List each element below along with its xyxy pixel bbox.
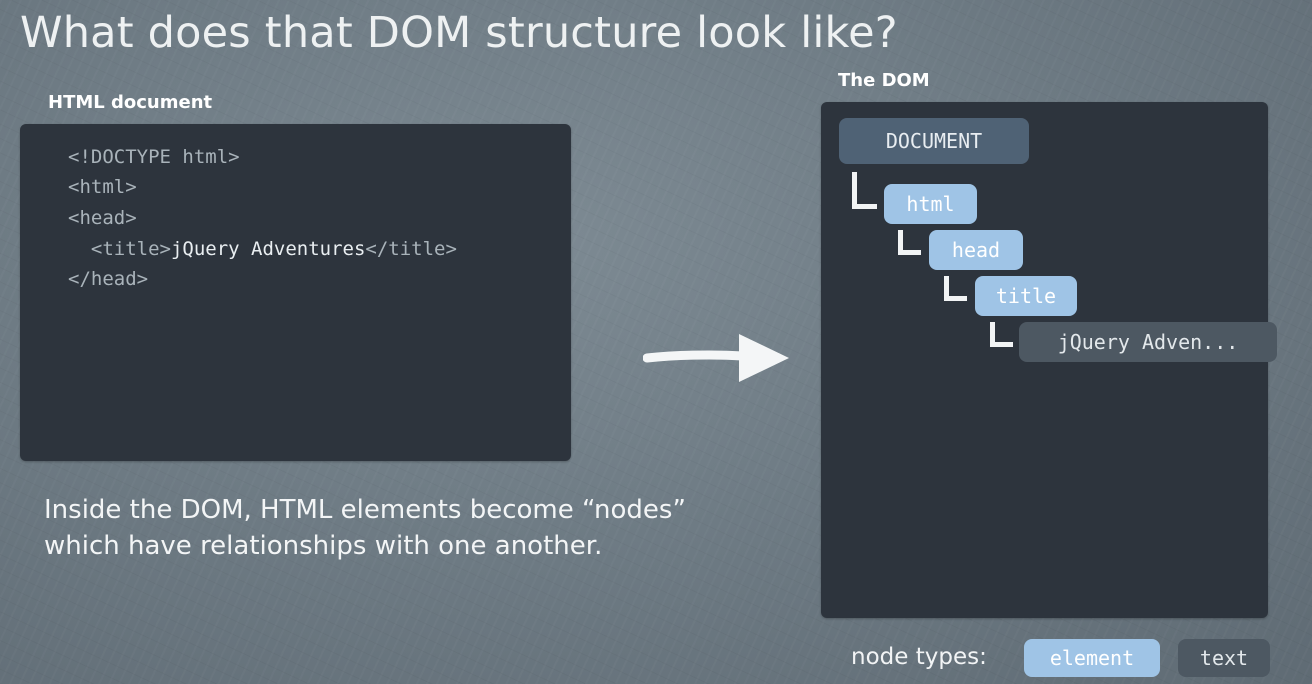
html-document-label: HTML document — [48, 92, 213, 113]
title-text-node: jQuery Adven... — [1019, 322, 1277, 362]
slide-title: What does that DOM structure look like? — [20, 8, 898, 58]
tree-connector-icon — [990, 322, 1013, 347]
arrow-right-icon — [643, 334, 789, 382]
tree-connector-icon — [944, 276, 967, 301]
code-title-close-tag: </title> — [365, 238, 457, 260]
code-title-text: jQuery Adventures — [170, 238, 366, 260]
title-element-node: title — [975, 276, 1077, 316]
tree-connector-icon — [898, 230, 921, 255]
head-element-node: head — [929, 230, 1023, 270]
caption-line-2: which have relationships with one anothe… — [44, 531, 603, 561]
legend-text-swatch: text — [1178, 639, 1270, 677]
code-line-head: <head> — [68, 207, 137, 229]
caption: Inside the DOM, HTML elements become “no… — [44, 492, 784, 564]
document-node: DOCUMENT — [839, 118, 1029, 164]
code-line-head-close: </head> — [68, 268, 149, 290]
html-element-node: html — [884, 184, 977, 224]
code-line-doctype: <!DOCTYPE html> — [68, 146, 240, 168]
node-types-label: node types: — [851, 644, 987, 670]
html-code-panel: <!DOCTYPE html> <html> <head> <title>jQu… — [20, 124, 571, 461]
caption-line-1: Inside the DOM, HTML elements become “no… — [44, 495, 686, 525]
dom-label: The DOM — [838, 70, 930, 91]
code-line-html: <html> — [68, 176, 137, 198]
legend-element-swatch: element — [1024, 639, 1160, 677]
code-title-open-tag: <title> — [68, 238, 171, 260]
code-line-title: <title>jQuery Adventures</title> — [68, 238, 457, 260]
tree-connector-icon — [852, 172, 877, 209]
